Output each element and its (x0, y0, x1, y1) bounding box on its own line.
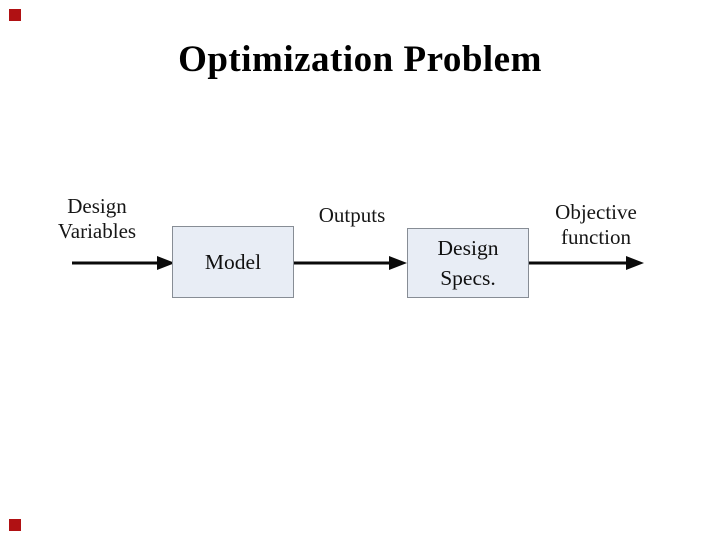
slide-title: Optimization Problem (178, 39, 542, 80)
design-variables-line1: Design (67, 194, 127, 218)
objective-function-line2: function (561, 225, 631, 249)
model-box: Model (172, 226, 294, 298)
objective-function-line1: Objective (555, 200, 637, 224)
design-specs-line1: Design (437, 236, 499, 260)
corner-marker-top-left (9, 9, 21, 21)
model-to-specs-arrow (294, 256, 407, 270)
objective-function-label: Objective function (531, 200, 661, 250)
corner-marker-bottom-left (9, 519, 21, 531)
design-variables-line2: Variables (57, 219, 137, 243)
outputs-label: Outputs (318, 203, 386, 227)
design-variables-label: Design Variables (32, 194, 162, 244)
design-specs-line2: Specs. (440, 266, 496, 290)
design-specs-box: Design Specs. (407, 228, 529, 298)
output-arrow (529, 256, 644, 270)
input-arrow (72, 256, 175, 270)
model-box-label: Model (204, 249, 262, 274)
